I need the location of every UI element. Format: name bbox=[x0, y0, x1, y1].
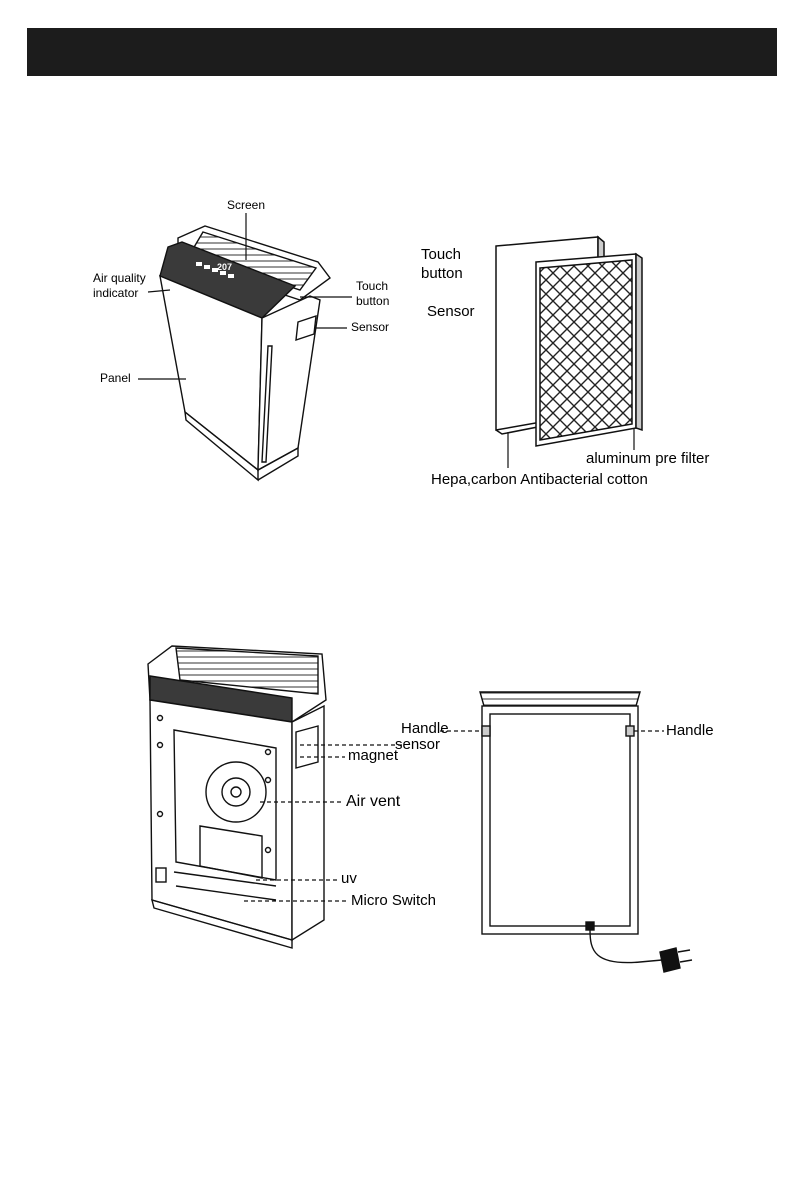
label-handle-right: Handle bbox=[666, 723, 714, 740]
filter-illustration bbox=[496, 237, 642, 446]
label-touch: Touch bbox=[356, 280, 388, 293]
label-sensor: Sensor bbox=[351, 321, 389, 334]
label-indicator: indicator bbox=[93, 287, 138, 300]
label-button-filter: button bbox=[421, 266, 463, 283]
purifier-back-illustration bbox=[480, 692, 692, 972]
label-sensor-filter: Sensor bbox=[427, 304, 475, 321]
label-magnet: magnet bbox=[348, 748, 398, 765]
label-touch-filter: Touch bbox=[421, 247, 461, 264]
label-sensor-bottom: sensor bbox=[395, 737, 440, 754]
label-screen: Screen bbox=[227, 199, 265, 212]
label-air-vent: Air vent bbox=[346, 793, 400, 811]
label-air-quality: Air quality bbox=[93, 272, 146, 285]
label-uv: uv bbox=[341, 871, 357, 888]
label-panel: Panel bbox=[100, 372, 131, 385]
purifier-rear-illustration bbox=[148, 646, 326, 948]
label-micro-switch: Micro Switch bbox=[351, 893, 436, 910]
label-hepa-carbon: Hepa,carbon Antibacterial cotton bbox=[431, 472, 648, 489]
screen-reading: 207 bbox=[217, 262, 232, 272]
purifier-front-illustration bbox=[160, 226, 330, 480]
label-button: button bbox=[356, 295, 389, 308]
label-aluminum-pre-filter: aluminum pre filter bbox=[586, 451, 709, 468]
